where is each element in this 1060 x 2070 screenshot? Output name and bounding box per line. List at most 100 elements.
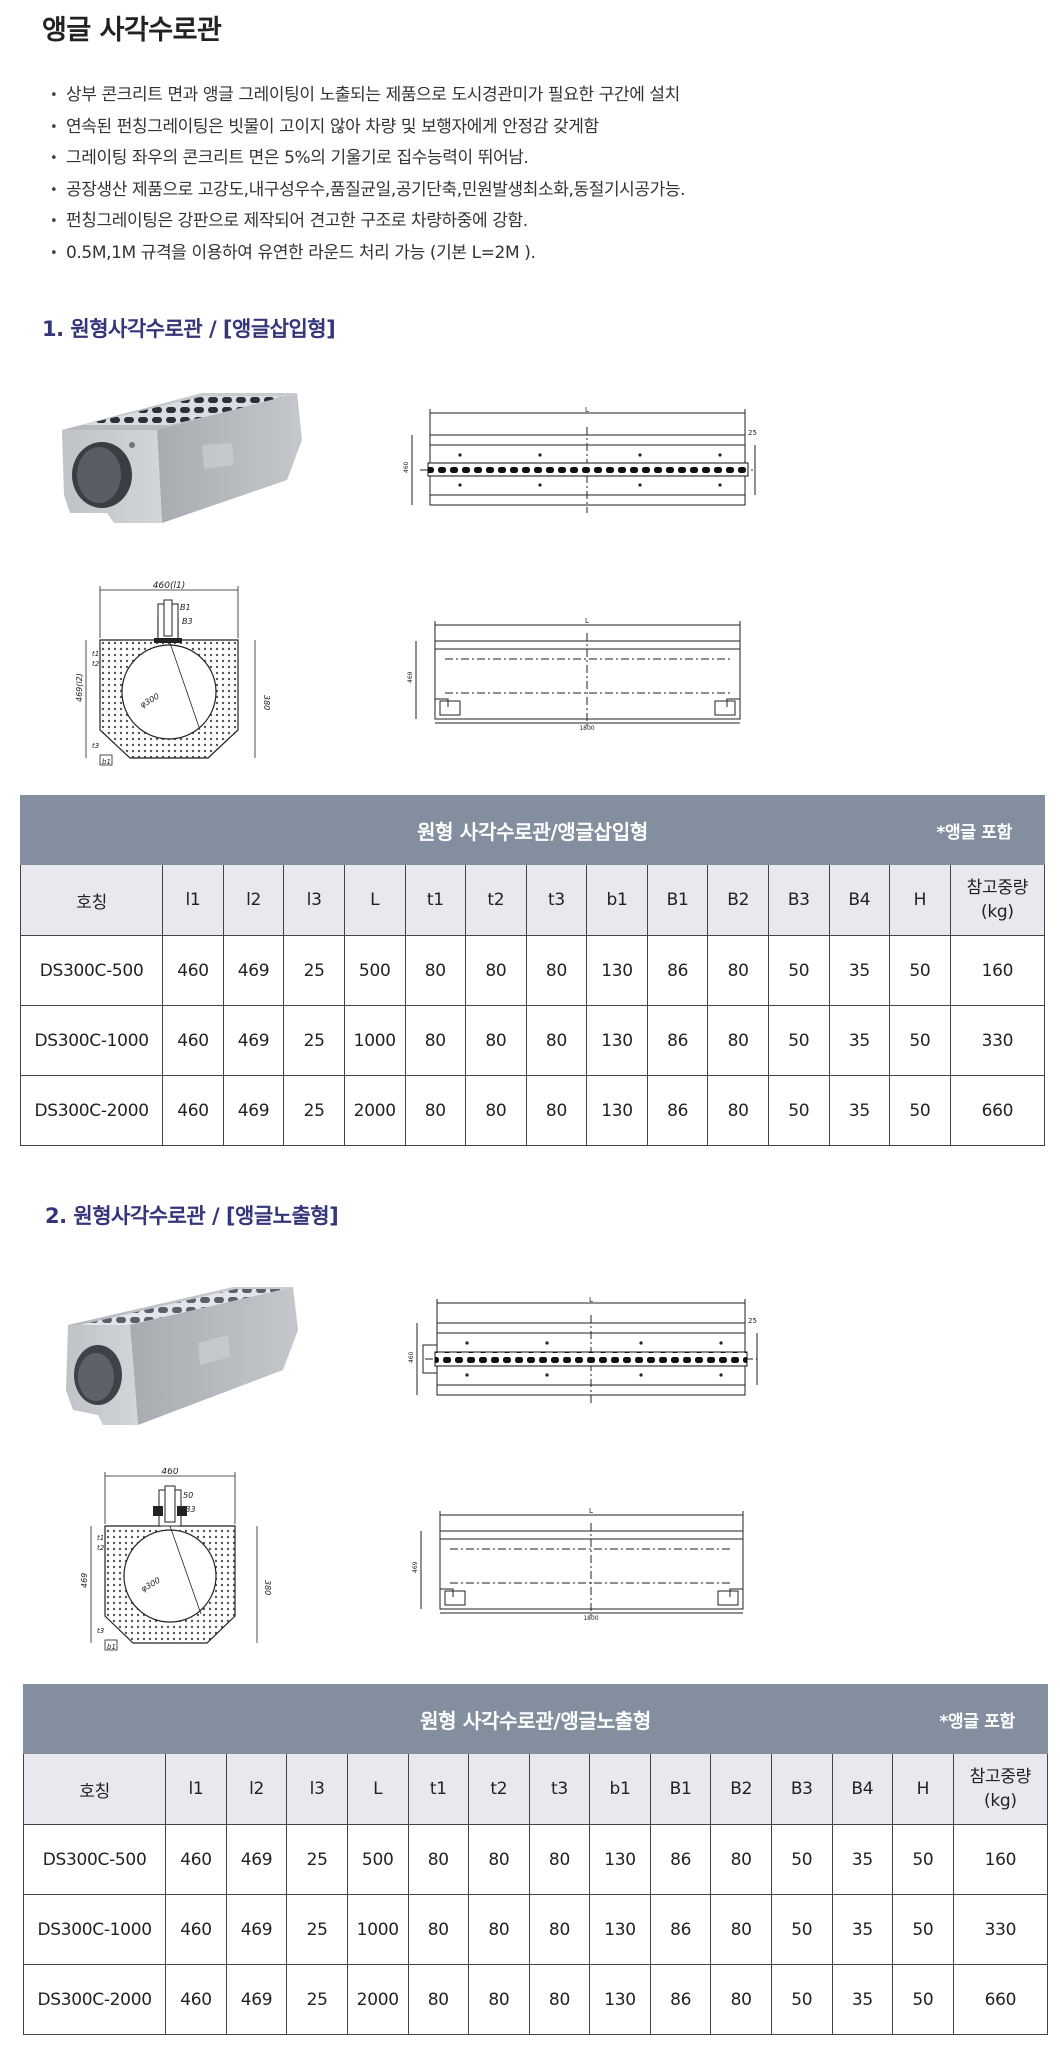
table-header-cell: B1 [646, 864, 709, 936]
weight-header-line: 참고중량 [966, 878, 1029, 898]
dim-label: t3 [92, 742, 99, 750]
table-header-cell-weight: 참고중량(kg) [949, 864, 1046, 936]
dim-label: t2 [92, 660, 100, 668]
table-cell: 35 [831, 1894, 894, 1965]
table-cell: 80 [707, 1005, 769, 1076]
table-cell: 25 [283, 1005, 345, 1076]
table-note: *앵글 포함 [939, 1711, 1015, 1732]
feature-item: 상부 콘크리트 면과 앵글 그레이팅이 노출되는 제품으로 도시경관미가 필요한… [50, 80, 685, 112]
page-title: 앵글 사각수로관 [42, 15, 222, 46]
table-cell: 35 [828, 1075, 891, 1146]
table-header-cell: l3 [286, 1753, 348, 1825]
table-cell: 460 [165, 1894, 227, 1965]
dim-label: 380 [263, 1580, 272, 1595]
table-cell: 80 [528, 1964, 591, 2035]
table-cell: 50 [770, 1894, 833, 1965]
table-caption-row: 원형 사각수로관/앵글삽입형 *앵글 포함 [20, 795, 1045, 865]
table-header-cell: B3 [767, 864, 830, 936]
table-cell: 35 [831, 1824, 894, 1895]
table-cell: 80 [525, 935, 588, 1006]
table-cell: DS300C-2000 [22, 1964, 167, 2035]
table-cell: 80 [707, 935, 769, 1006]
table-cell: 86 [649, 1894, 712, 1965]
table-cell: 1000 [343, 1005, 406, 1076]
table-cell: 50 [767, 1005, 830, 1076]
dim-label: 1800 [579, 725, 594, 730]
dim-label: t1 [92, 650, 99, 658]
dim-label: L [589, 1507, 593, 1515]
dim-label: B1 [180, 603, 191, 612]
table-cell: 86 [646, 1075, 709, 1146]
table-cell: 80 [528, 1894, 591, 1965]
table-cell: 80 [525, 1075, 588, 1146]
table-header-cell: L [343, 864, 406, 936]
table-header-cell: t1 [407, 1753, 470, 1825]
table-cell: 35 [828, 935, 891, 1006]
dim-label: b1 [102, 758, 111, 766]
table-cell: 80 [710, 1894, 772, 1965]
table-cell: DS300C-500 [22, 1824, 167, 1895]
table-header-cell: t3 [525, 864, 588, 936]
table-cell: 86 [649, 1824, 712, 1895]
section-heading-angle-insert: 1. 원형사각수로관 / [앵글삽입형] [42, 317, 336, 341]
weight-header-line: 참고중량 [969, 1767, 1032, 1787]
table-caption: 원형 사각수로관/앵글노출형 *앵글 포함 [23, 1684, 1048, 1754]
table-cell: 25 [286, 1964, 348, 2035]
table-header-cell: B2 [710, 1753, 772, 1825]
table-header-cell: l3 [283, 864, 345, 936]
dim-label: 25 [748, 1317, 757, 1325]
table-cell: 469 [222, 935, 285, 1006]
table-note: *앵글 포함 [936, 822, 1012, 843]
table-cell: 35 [828, 1005, 891, 1076]
dim-label: 460(l1) [153, 581, 185, 591]
table-cell: 80 [707, 1075, 769, 1146]
table-header-cell-weight: 참고중량 (kg) [952, 1753, 1049, 1825]
feature-item: 공장생산 제품으로 고강도,내구성우수,품질균일,공기단축,민원발생최소화,동절… [50, 175, 686, 207]
table-header-cell: B4 [831, 1753, 894, 1825]
table-cell: 50 [767, 1075, 830, 1146]
weight-header-unit: (kg) [984, 1791, 1017, 1811]
product-photo-angle-insert [62, 393, 302, 523]
table-cell: 50 [770, 1964, 833, 2035]
table-cell: 660 [952, 1964, 1049, 2035]
table-cell: 500 [346, 1824, 409, 1895]
table-cell: 86 [646, 1005, 709, 1076]
table-header-cell: l2 [222, 864, 285, 936]
table-caption: 원형 사각수로관/앵글삽입형 *앵글 포함 [20, 795, 1045, 865]
dim-label: 50 [183, 1491, 193, 1500]
table-header-cell: 호칭 [19, 864, 164, 936]
table-header-cell: B3 [770, 1753, 833, 1825]
table-cell: 50 [889, 1005, 951, 1076]
table-header-cell: B1 [649, 1753, 712, 1825]
table-header-cell: t1 [404, 864, 467, 936]
table-cell: 130 [589, 1894, 651, 1965]
cross-section-drawing-angle-insert: 460(l1) B1 B3 469(l2) 380 φ300 t1 t2 t3 … [75, 581, 270, 766]
product-photo-angle-exposed [66, 1287, 298, 1425]
table-cell: 25 [283, 935, 345, 1006]
table-cell: 25 [283, 1075, 345, 1146]
table-cell: 80 [407, 1964, 470, 2035]
table-cell: 80 [528, 1824, 591, 1895]
table-cell: 80 [404, 1005, 467, 1076]
table-cell: 50 [770, 1824, 833, 1895]
feature-list: 상부 콘크리트 면과 앵글 그레이팅이 노출되는 제품으로 도시경관미가 필요한… [50, 80, 686, 269]
top-view-drawing-angle-exposed: L 25 460 [408, 1296, 758, 1403]
side-view-drawing-angle-exposed: L 1800 469 [412, 1507, 744, 1620]
table-cell: 130 [586, 1075, 648, 1146]
dim-label: 25 [748, 429, 757, 437]
table-header-cell: t2 [465, 864, 527, 936]
table-header-cell: t2 [468, 1753, 530, 1825]
table-cell: 460 [162, 1005, 224, 1076]
table-cell: 50 [889, 935, 951, 1006]
dim-label: 460 [403, 461, 410, 473]
table-cell: 80 [468, 1894, 530, 1965]
table-cell: 80 [710, 1964, 772, 2035]
table-cell: 469 [222, 1075, 285, 1146]
table-cell: 80 [465, 1075, 527, 1146]
table-header-cell: H [892, 1753, 954, 1825]
table-cell: 35 [831, 1964, 894, 2035]
table-header-cell: l1 [162, 864, 224, 936]
table-cell: 80 [407, 1894, 470, 1965]
